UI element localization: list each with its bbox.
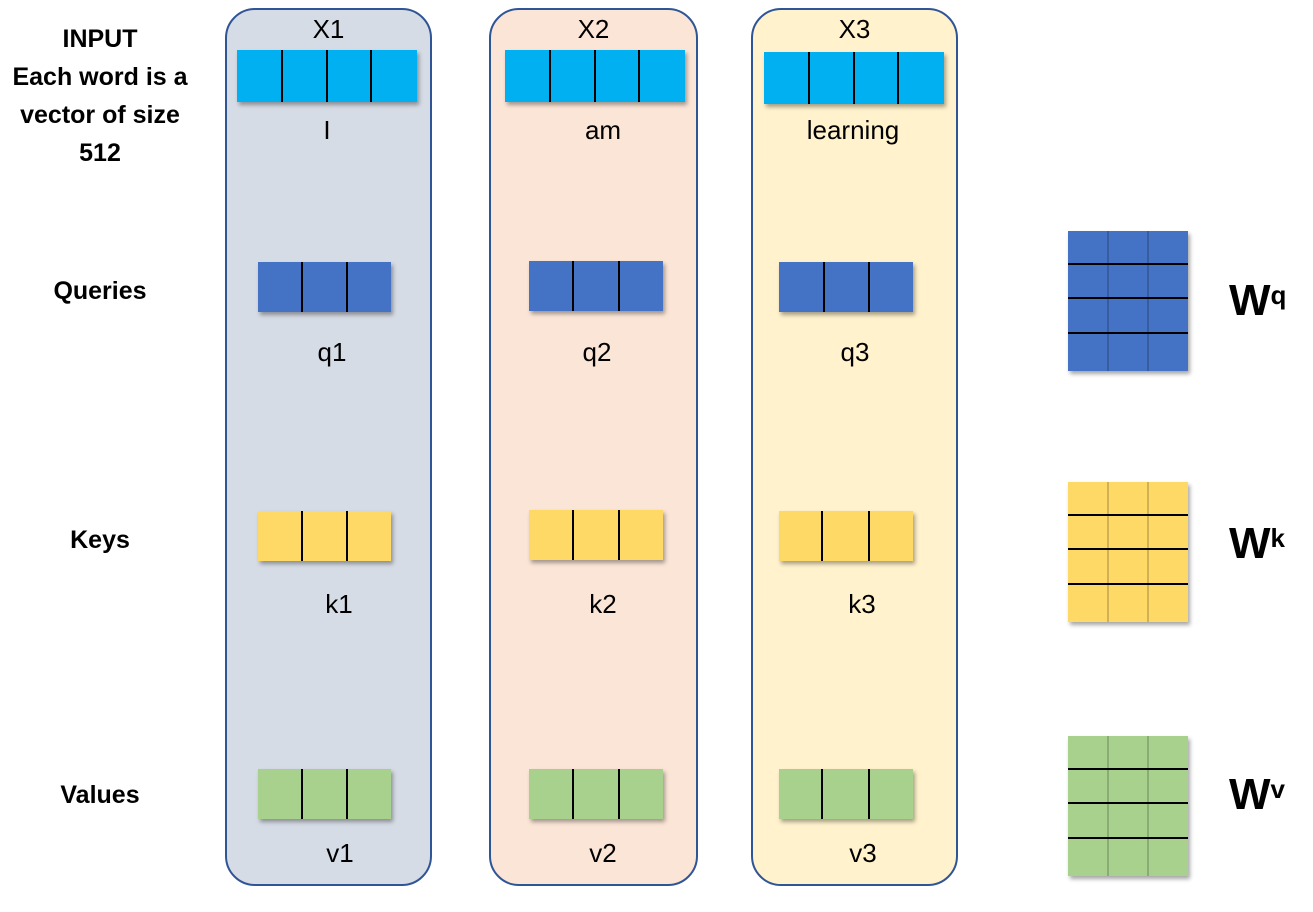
column-x2 (489, 8, 698, 886)
query-label-q3: q3 (840, 337, 870, 367)
key-label-k2: k2 (589, 589, 617, 619)
column-x1 (225, 8, 432, 886)
key-vector-k1 (258, 511, 391, 561)
key-label-k3: k3 (848, 589, 876, 619)
values-label: Values (60, 781, 140, 809)
input-label-line2: Each word is a (12, 63, 188, 91)
input-vector-x1 (237, 50, 417, 102)
key-label-k1: k1 (325, 589, 353, 619)
input-label-line3: vector of size (20, 101, 180, 129)
column-x3 (751, 8, 958, 886)
weight-label-k-sup: k (1270, 523, 1285, 553)
input-label: INPUT Each word is a vector of size 512 (10, 20, 190, 172)
weight-label-v-sup: v (1270, 774, 1285, 804)
weight-matrix-q (1068, 231, 1188, 371)
column-title-x3: X3 (838, 14, 871, 44)
query-vector-q1 (258, 262, 391, 312)
word-x2: am (584, 115, 622, 145)
value-vector-v1 (258, 769, 391, 819)
value-vector-v2 (529, 769, 663, 819)
query-label-q2: q2 (582, 337, 612, 367)
keys-label: Keys (70, 526, 130, 554)
word-x1: I (323, 115, 331, 145)
value-label-v2: v2 (589, 838, 617, 868)
weight-matrix-v (1068, 736, 1188, 876)
weight-label-v: Wv (1229, 770, 1285, 820)
weight-label-q: Wq (1229, 276, 1286, 326)
queries-label: Queries (53, 277, 147, 305)
value-label-v3: v3 (849, 838, 877, 868)
value-label-v1: v1 (326, 838, 354, 868)
word-x3: learning (806, 115, 900, 145)
column-title-x2: X2 (577, 14, 610, 44)
query-vector-q3 (779, 262, 913, 312)
query-vector-q2 (529, 261, 663, 311)
key-vector-k2 (529, 510, 663, 560)
weight-matrix-k (1068, 482, 1188, 622)
query-label-q1: q1 (317, 337, 347, 367)
weight-label-k-base: W (1229, 519, 1271, 568)
weight-label-k: Wk (1229, 519, 1285, 569)
input-label-line4: 512 (79, 139, 121, 167)
weight-label-v-base: W (1229, 770, 1271, 819)
input-label-line1: INPUT (62, 25, 138, 53)
weight-label-q-base: W (1229, 276, 1271, 325)
weight-label-q-sup: q (1270, 280, 1287, 310)
column-title-x1: X1 (312, 14, 345, 44)
value-vector-v3 (779, 769, 913, 819)
key-vector-k3 (779, 511, 913, 561)
input-vector-x3 (764, 52, 944, 104)
input-vector-x2 (505, 50, 685, 102)
